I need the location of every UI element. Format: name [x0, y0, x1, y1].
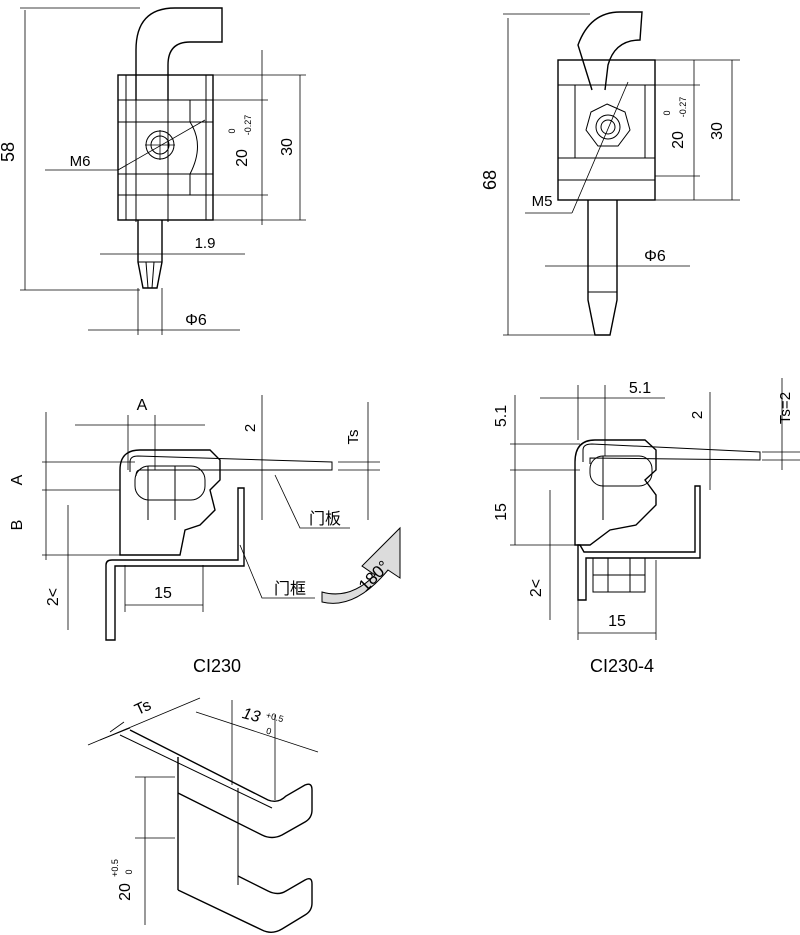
tol-lower-left: -0.27 [243, 115, 253, 136]
dim-a-side: A [9, 474, 26, 485]
dim-20-right: 20 [670, 131, 687, 149]
latch-body-ci230-4 [574, 439, 657, 546]
door-panel-ci230-4 [582, 443, 761, 464]
view-plate-cutout: Ts 13 +0.5 0 20 +0.5 0 [87, 697, 319, 933]
dim-30-right: 30 [709, 122, 726, 140]
view-top-left: 58 M6 20 0 -0.27 30 1.9 Φ6 [0, 7, 306, 335]
plate-bottom-edge [177, 875, 313, 933]
view-ci230: A B 2< A 2 Ts 门板 门框 15 180° CI230 [9, 395, 401, 676]
dim-68: 68 [480, 170, 500, 190]
tol-lower-right: -0.27 [678, 97, 688, 118]
view-top-right: 68 M5 20 0 -0.27 30 Φ6 [480, 11, 740, 336]
dim-20-plate: 20 [117, 883, 134, 901]
door-frame [105, 487, 245, 641]
body-plate-left [117, 74, 214, 221]
tol-upper-right: 0 [662, 110, 672, 115]
dim-2-ci230-4: 2 [689, 411, 706, 419]
tol20-upper: +0.5 [110, 859, 120, 877]
door-panel [129, 455, 333, 477]
dim-gap-ci230: 2< [45, 588, 62, 606]
dim-ts-plate: Ts [132, 697, 154, 719]
dim-1-9: 1.9 [195, 235, 216, 252]
dim-15-bottom: 15 [608, 613, 626, 630]
dim-13: 13 [240, 705, 262, 726]
dim-phi6-left: Φ6 [185, 312, 207, 329]
pin-left [137, 220, 163, 289]
dim-a-top: A [137, 397, 148, 414]
dim-b: B [9, 520, 26, 531]
hook-top-right [577, 11, 643, 91]
rotation-arrow [321, 526, 401, 604]
caption-ci230: CI230 [193, 656, 241, 676]
body-plate-right [557, 59, 656, 201]
label-door-panel: 门板 [309, 510, 341, 528]
plate-top-edge [129, 729, 313, 839]
label-door-frame: 门框 [274, 580, 306, 598]
latch-body-ci230 [119, 449, 221, 556]
dim-15-side: 15 [493, 503, 510, 521]
dim-2-ci230: 2 [242, 424, 259, 432]
dim-15-ci230: 15 [154, 585, 172, 602]
pin-right [587, 200, 618, 336]
caption-ci230-4: CI230-4 [590, 656, 654, 676]
dim-gap-ci230-4: 2< [528, 579, 545, 597]
tol13-upper: +0.5 [265, 710, 285, 724]
dim-58: 58 [0, 142, 18, 162]
view-ci230-4: 5.1 15 2< 5.1 2 Ts=2 15 CI230-4 [493, 378, 800, 676]
dim-phi6-right: Φ6 [644, 248, 666, 265]
label-m6: M6 [70, 153, 91, 170]
door-frame-ci230-4 [577, 485, 701, 601]
dim-20-left: 20 [234, 149, 251, 167]
dim-5-1-top: 5.1 [629, 380, 651, 397]
dim-ts-2: Ts=2 [777, 392, 794, 424]
hook-top-left [135, 7, 223, 100]
dim-ts-ci230: Ts [345, 430, 362, 445]
dim-5-1-side: 5.1 [493, 405, 510, 427]
tol13-lower: 0 [265, 726, 272, 737]
dim-30-left: 30 [279, 138, 296, 156]
label-m5: M5 [532, 193, 553, 210]
tol-upper-left: 0 [227, 128, 237, 133]
tol20-lower: 0 [124, 869, 134, 874]
nut-m5 [585, 103, 631, 147]
